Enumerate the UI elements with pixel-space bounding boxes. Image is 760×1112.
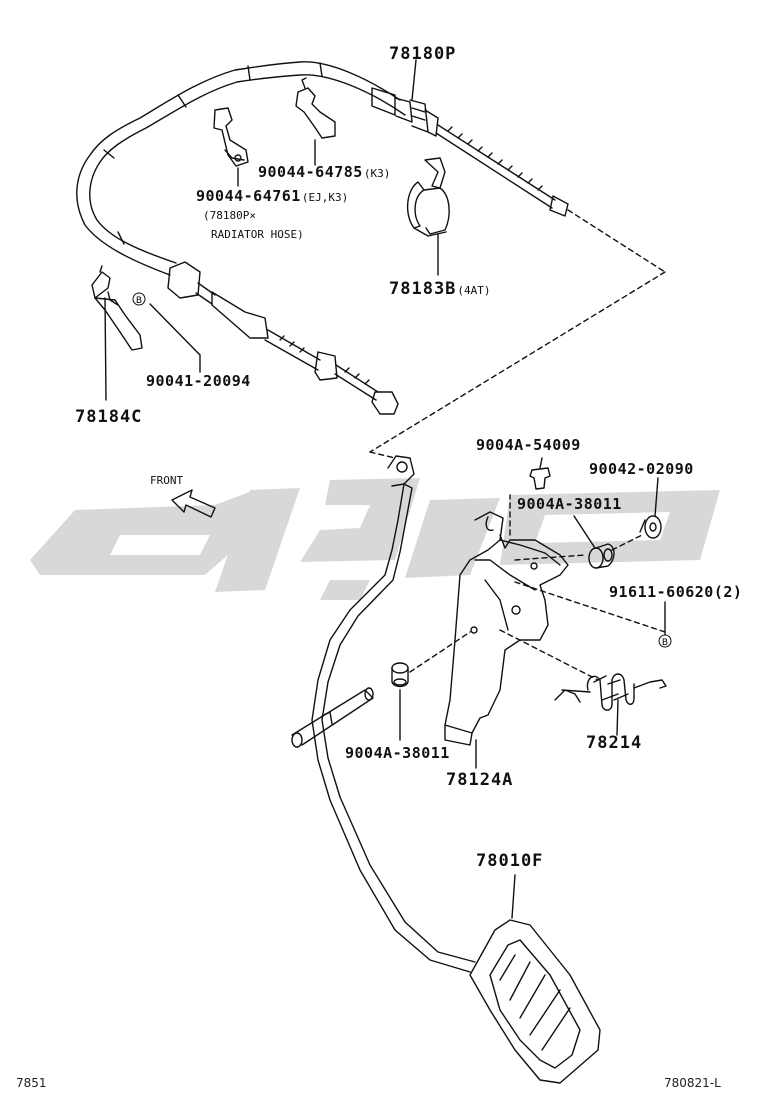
note-line-1: (78180P× [203,209,256,222]
label-90041-20094: 90041-20094 [146,372,251,390]
spring-78214 [554,673,667,711]
label-90042-02090: 90042-02090 [589,460,694,478]
cable-clip-78183B [407,157,450,237]
pedal-arm-78010F [291,455,601,1084]
marker-b-lower: B [658,634,672,648]
washer-90042-02090 [639,515,662,539]
label-90044-64761-suffix: (EJ,K3) [301,191,349,204]
footer-figure-code: 780821-L [664,1076,721,1090]
bushing-9004A-38011-top [588,543,615,569]
label-9004A-54009: 9004A-54009 [476,436,581,454]
cable-clamp-90044-64785 [295,77,336,139]
label-91611-60620: 91611-60620(2) [609,583,742,601]
dashed-lines [369,209,666,681]
marker-b-upper: B [132,292,146,306]
label-90044-64761: 90044-64761(EJ,K3) [196,187,348,205]
clip-9004A-54009 [529,467,551,490]
label-91611-60620-qty: (2) [713,583,743,601]
leader-lines-lower [399,457,666,919]
label-78183B-suffix: (4AT) [457,284,491,297]
label-78010F: 78010F [476,851,544,871]
cable-clamp-90044-64761 [213,107,249,167]
bushing-9004A-38011-bottom [391,662,409,688]
accelerator-cable [76,61,569,415]
pedal-bracket-78124A [444,511,569,746]
label-78183B-num: 78183B [389,279,457,299]
label-90044-64785-num: 90044-64785 [258,163,363,181]
svg-text:B: B [662,638,668,648]
footer-page-code: 7851 [16,1076,47,1090]
label-78124A: 78124A [446,770,514,790]
label-78214: 78214 [586,733,643,753]
label-78180P: 78180P [389,44,457,64]
bracket-78184C [91,265,143,351]
note-line-2: RADIATOR HOSE) [211,228,304,241]
label-90044-64761-num: 90044-64761 [196,187,301,205]
svg-text:B: B [136,296,142,306]
label-9004A-38011-top: 9004A-38011 [517,495,622,513]
label-90044-64785: 90044-64785(K3) [258,163,390,181]
label-78183B: 78183B(4AT) [389,279,491,299]
label-90044-64785-suffix: (K3) [363,167,391,180]
label-91611-60620-num: 91611-60620 [609,583,714,601]
front-arrow [171,489,216,518]
leader-lines [104,59,439,401]
label-78184C: 78184C [75,407,143,427]
label-9004A-38011-bottom: 9004A-38011 [345,744,450,762]
front-label: FRONT [150,474,184,487]
